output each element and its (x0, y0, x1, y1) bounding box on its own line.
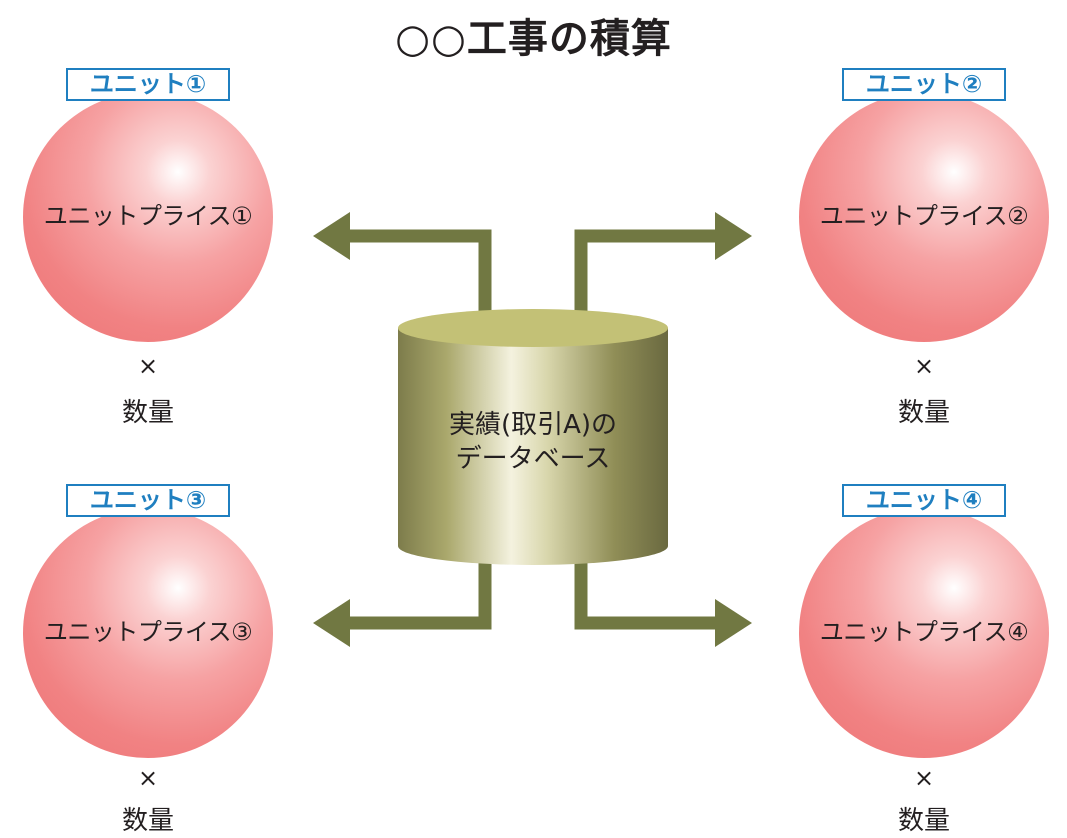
unit-price-label-1: ユニットプライス① (43, 202, 253, 230)
quantity-label-3: 数量 (121, 806, 174, 836)
arrowhead-unit-2 (715, 212, 752, 260)
database-label-line1: 実績(取引A)の (448, 410, 618, 440)
database-label: 実績(取引A)の データベース (398, 408, 668, 476)
unit-sphere-4: ユニットプライス④ (799, 508, 1049, 758)
arrow-to-unit-4 (574, 555, 720, 630)
arrow-to-unit-1 (345, 229, 492, 330)
unit-sphere-2: ユニットプライス② (799, 92, 1049, 342)
multiply-sign-1: × (137, 352, 159, 380)
arrowhead-unit-3 (313, 599, 350, 647)
unit-tag-2: ユニット② (842, 68, 1006, 101)
arrow-to-unit-3 (345, 555, 492, 630)
arrowhead-unit-1 (313, 212, 350, 260)
unit-sphere-3: ユニットプライス③ (23, 508, 273, 758)
unit-tag-4: ユニット④ (842, 484, 1006, 517)
unit-sphere-1: ユニットプライス① (23, 92, 273, 342)
unit-price-label-4: ユニットプライス④ (819, 618, 1029, 646)
unit-price-label-3: ユニットプライス③ (43, 618, 253, 646)
multiply-sign-4: × (913, 764, 935, 792)
diagram-title: ○○工事の積算 (395, 16, 672, 62)
multiply-sign-2: × (913, 352, 935, 380)
multiply-sign-3: × (137, 764, 159, 792)
quantity-label-1: 数量 (121, 398, 174, 428)
unit-price-label-2: ユニットプライス② (819, 202, 1029, 230)
unit-tag-1: ユニット① (66, 68, 230, 101)
arrow-to-unit-2 (574, 229, 720, 330)
database-cylinder (398, 309, 668, 565)
quantity-label-2: 数量 (897, 398, 950, 428)
arrowhead-unit-4 (715, 599, 752, 647)
database-label-line2: データベース (455, 444, 611, 474)
quantity-label-4: 数量 (897, 806, 950, 836)
unit-tag-3: ユニット③ (66, 484, 230, 517)
